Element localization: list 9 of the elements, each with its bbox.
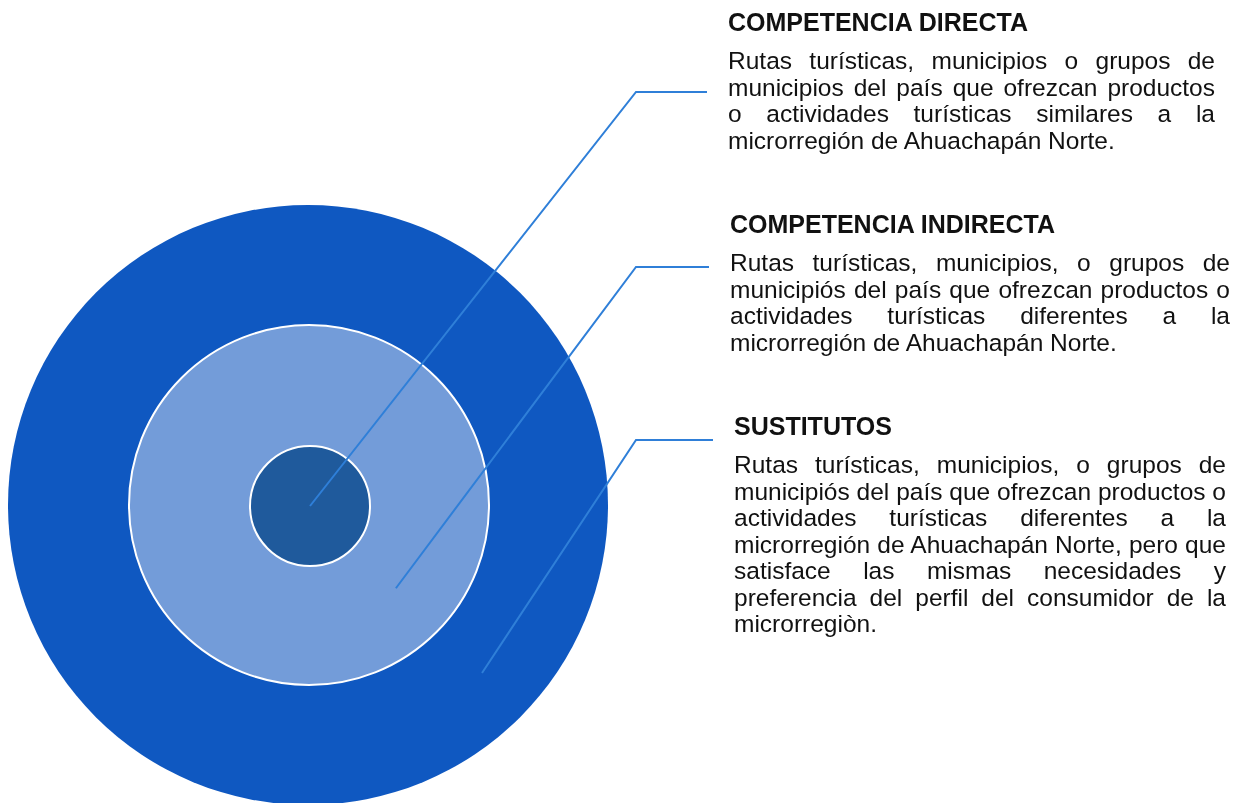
section-heading: SUSTITUTOS: [734, 412, 893, 440]
description-text: Rutas turísticas, municipios, o grupos de municipiós del país que ofrezcan productos o actividades turísticas diferentes a la microrregión de Ahuachapán Norte.: [730, 250, 1230, 356]
description-text: Rutas turísticas, municipios, o grupos de municipiós del país que ofrezcan productos o actividades turísticas diferentes a la microrregión de Ahuachapán Norte, pero que satisface las mismas necesidades y preferencia del perfil del consumidor de la microrregiòn.: [734, 452, 1226, 638]
leader-line: [394, 266, 710, 590]
leader-line: [309, 91, 708, 507]
section-heading: COMPETENCIA DIRECTA: [728, 8, 1029, 36]
section-heading: COMPETENCIA INDIRECTA: [730, 210, 1056, 238]
leader-line: [481, 439, 714, 674]
description-text: Rutas turísticas, municipios o grupos de municipios del país que ofrezcan productos o actividades turísticas similares a la microrregión de Ahuachapán Norte.: [728, 48, 1215, 154]
